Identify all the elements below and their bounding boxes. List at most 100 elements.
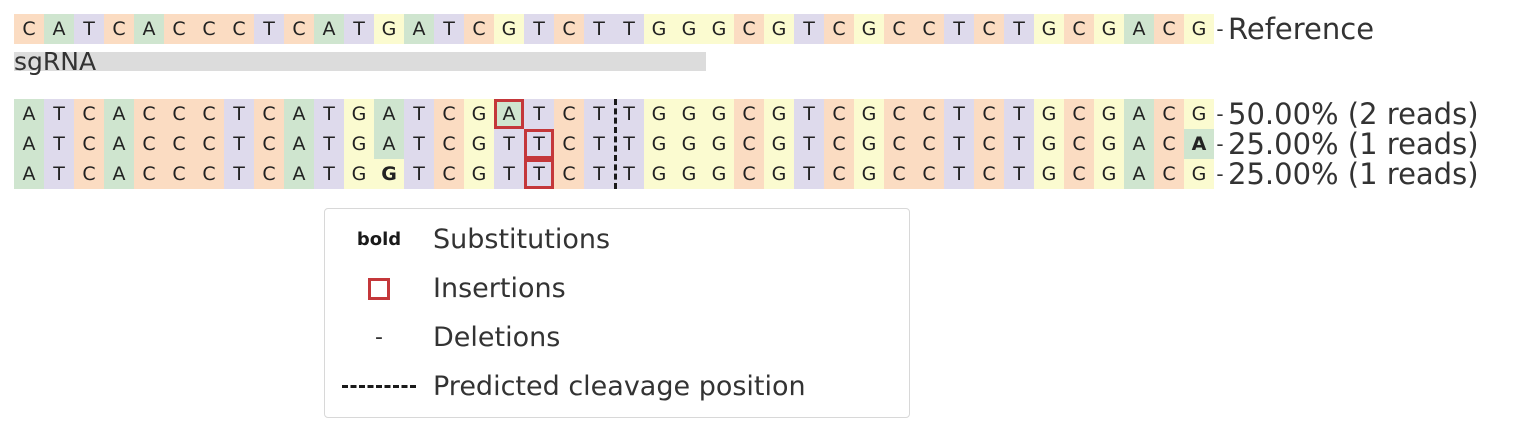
nucleotide-cell: C [1064,159,1094,189]
nucleotide-cell: G [644,14,674,44]
nucleotide-cell: A [1124,129,1154,159]
nucleotide-cell: T [614,129,644,159]
legend-row-cleavage: Predicted cleavage position [325,362,909,411]
legend-row-deletions: - Deletions [325,313,909,362]
nucleotide-cell: T [404,159,434,189]
nucleotide-cell: T [944,14,974,44]
nucleotide-cell: C [554,99,584,129]
nucleotide-cell: C [434,159,464,189]
nucleotide-cell: G [764,129,794,159]
nucleotide-cell: T [44,129,74,159]
nucleotide-cell: C [884,14,914,44]
nucleotide-cell: C [164,99,194,129]
nucleotide-cell: C [914,129,944,159]
allele-row-label: 25.00% (1 reads) [1228,157,1479,191]
allele-row-label: 25.00% (1 reads) [1228,127,1479,161]
nucleotide-cell: G [464,99,494,129]
nucleotide-cell: C [194,14,224,44]
row-trailing-dash: - [1214,99,1226,129]
nucleotide-cell: T [524,99,554,129]
nucleotide-cell: T [524,159,554,189]
nucleotide-cell: C [134,129,164,159]
nucleotide-cell: C [14,14,44,44]
nucleotide-cell: G [704,159,734,189]
legend-key-insertion [325,277,433,300]
bold-sample-text: bold [356,229,402,250]
nucleotide-cell: C [884,99,914,129]
nucleotide-cell: C [164,14,194,44]
reference-row-label: Reference [1228,12,1375,46]
nucleotide-cell: C [554,14,584,44]
nucleotide-cell: C [734,14,764,44]
nucleotide-cell: G [344,159,374,189]
nucleotide-cell: C [974,129,1004,159]
row-trailing-dash: - [1214,14,1226,44]
nucleotide-cell: C [134,159,164,189]
nucleotide-cell: T [404,129,434,159]
nucleotide-cell: A [374,129,404,159]
nucleotide-cell: T [314,99,344,129]
nucleotide-cell: T [254,14,284,44]
nucleotide-cell: A [284,129,314,159]
nucleotide-cell: A [44,14,74,44]
nucleotide-cell: G [674,129,704,159]
nucleotide-cell: A [404,14,434,44]
nucleotide-cell: G [1094,129,1124,159]
nucleotide-cell: G [704,99,734,129]
nucleotide-cell: A [1124,14,1154,44]
nucleotide-cell: G [1184,159,1214,189]
nucleotide-cell: G [854,159,884,189]
nucleotide-cell: A [104,99,134,129]
nucleotide-cell: T [344,14,374,44]
nucleotide-cell: G [1034,129,1064,159]
nucleotide-cell: C [104,14,134,44]
nucleotide-cell: C [194,99,224,129]
nucleotide-cell: T [944,159,974,189]
nucleotide-cell: A [14,129,44,159]
nucleotide-cell: T [794,99,824,129]
nucleotide-cell: C [884,159,914,189]
nucleotide-cell: C [914,14,944,44]
nucleotide-cell: C [824,159,854,189]
nucleotide-cell: G [1034,99,1064,129]
nucleotide-cell: T [74,14,104,44]
nucleotide-cell: T [224,129,254,159]
nucleotide-cell: G [1094,99,1124,129]
nucleotide-cell: T [1004,99,1034,129]
nucleotide-cell: C [824,99,854,129]
nucleotide-cell: G [854,14,884,44]
nucleotide-cell: T [524,129,554,159]
nucleotide-cell: G [344,99,374,129]
nucleotide-cell: G [854,129,884,159]
nucleotide-cell: G [374,159,404,189]
nucleotide-cell: C [434,99,464,129]
nucleotide-cell: G [1034,159,1064,189]
nucleotide-cell: G [674,159,704,189]
allele-row-label: 50.00% (2 reads) [1228,97,1479,131]
nucleotide-cell: A [374,99,404,129]
nucleotide-cell: C [1154,159,1184,189]
nucleotide-cell: C [734,129,764,159]
nucleotide-cell: T [314,129,344,159]
nucleotide-cell: A [14,159,44,189]
legend-label-insertions: Insertions [433,272,566,304]
nucleotide-cell: T [584,159,614,189]
legend-key-deletion: - [325,324,433,350]
legend-box: bold Substitutions Insertions - Deletion… [324,208,910,418]
nucleotide-cell: C [734,99,764,129]
nucleotide-cell: G [494,14,524,44]
nucleotide-cell: G [1094,159,1124,189]
dash-sample-text: - [375,324,383,350]
nucleotide-cell: C [974,14,1004,44]
legend-key-bold: bold [325,229,433,250]
nucleotide-cell: C [74,129,104,159]
nucleotide-cell: A [1124,99,1154,129]
nucleotide-cell: T [614,99,644,129]
nucleotide-cell: T [494,159,524,189]
nucleotide-cell: A [134,14,164,44]
nucleotide-cell: C [254,99,284,129]
nucleotide-cell: T [1004,14,1034,44]
